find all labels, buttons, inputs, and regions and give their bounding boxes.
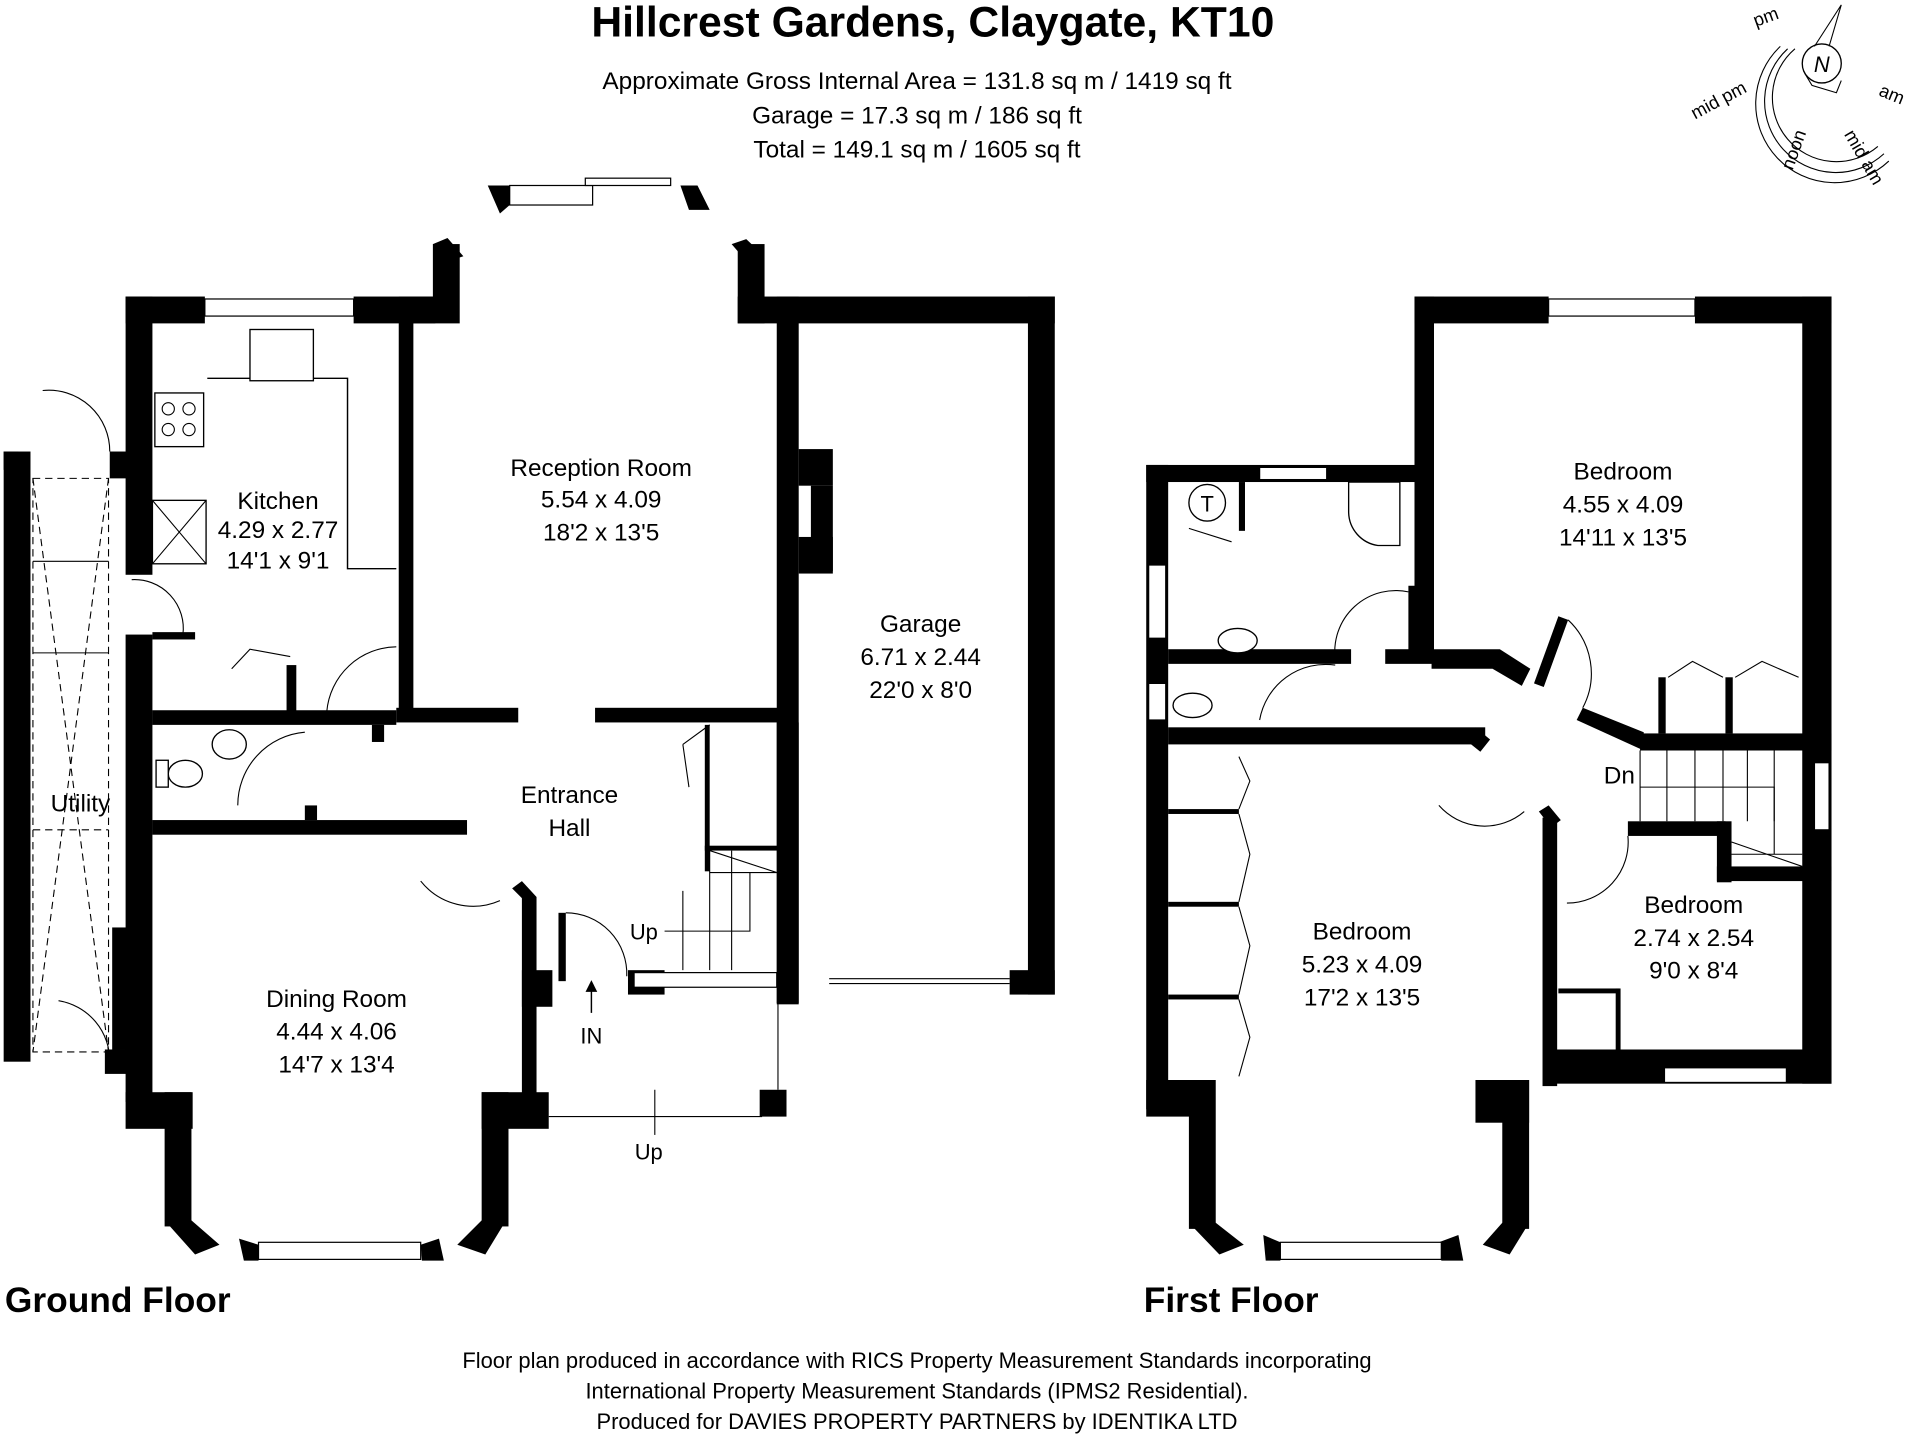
steps-up-label: Up	[635, 1139, 663, 1164]
basin-icon	[1217, 627, 1258, 654]
water-tank-icon	[1188, 483, 1227, 522]
svg-text:am: am	[1876, 79, 1907, 108]
svg-text:6.71 x 2.44: 6.71 x 2.44	[860, 644, 981, 671]
svg-text:4.55 x 4.09: 4.55 x 4.09	[1563, 492, 1684, 519]
room-entrance-hall: Entrance Hall	[521, 782, 619, 842]
page-title: Hillcrest Gardens, Claygate, KT10	[591, 0, 1274, 47]
total-area: Total = 149.1 sq m / 1605 sq ft	[753, 136, 1080, 163]
svg-text:14'11 x 13'5: 14'11 x 13'5	[1559, 524, 1687, 551]
footer-line-1: Floor plan produced in accordance with R…	[462, 1348, 1371, 1373]
svg-text:14'7 x 13'4: 14'7 x 13'4	[278, 1052, 394, 1079]
stairs-up-label: Up	[630, 920, 658, 945]
svg-text:mid am: mid am	[1840, 126, 1888, 188]
north-label: N	[1814, 52, 1830, 77]
first-floor-fixtures: T	[1172, 481, 1803, 1077]
first-floor-heading: First Floor	[1144, 1281, 1319, 1320]
svg-text:5.54 x 4.09: 5.54 x 4.09	[541, 487, 662, 514]
compass-icon: N pm mid pm noon mid am am	[1687, 2, 1908, 188]
svg-text:4.29 x 2.77: 4.29 x 2.77	[218, 517, 339, 544]
kitchen-sink-icon	[249, 328, 315, 382]
svg-text:4.44 x 4.06: 4.44 x 4.06	[276, 1019, 397, 1046]
svg-text:Kitchen: Kitchen	[237, 488, 318, 515]
room-bedroom-1: Bedroom 4.55 x 4.09 14'11 x 13'5	[1559, 459, 1687, 552]
room-bedroom-2: Bedroom 5.23 x 4.09 17'2 x 13'5	[1302, 919, 1423, 1012]
svg-text:mid pm: mid pm	[1687, 76, 1750, 123]
svg-text:Dining Room: Dining Room	[266, 986, 407, 1013]
ground-floor-fixtures	[32, 328, 779, 1135]
svg-text:Entrance: Entrance	[521, 782, 619, 809]
shower-icon	[1347, 481, 1401, 547]
toilet-icon	[167, 759, 204, 788]
svg-text:Bedroom: Bedroom	[1313, 919, 1412, 946]
svg-text:14'1 x 9'1: 14'1 x 9'1	[227, 548, 330, 575]
ground-floor-windows	[204, 177, 1010, 1260]
svg-text:18'2 x 13'5: 18'2 x 13'5	[543, 520, 659, 547]
room-reception: Reception Room 5.54 x 4.09 18'2 x 13'5	[510, 455, 691, 547]
svg-text:Bedroom: Bedroom	[1574, 459, 1673, 486]
header: Hillcrest Gardens, Claygate, KT10 Approx…	[591, 0, 1274, 163]
hob-icon	[154, 392, 205, 448]
svg-text:2.74 x 2.54: 2.74 x 2.54	[1633, 925, 1754, 952]
ground-floor-heading: Ground Floor	[5, 1281, 231, 1320]
tank-label: T	[1200, 491, 1213, 516]
svg-text:Bedroom: Bedroom	[1644, 892, 1743, 919]
footer-line-2: International Property Measurement Stand…	[585, 1379, 1248, 1404]
room-dining: Dining Room 4.44 x 4.06 14'7 x 13'4	[266, 986, 407, 1079]
gross-internal-area: Approximate Gross Internal Area = 131.8 …	[602, 68, 1231, 95]
room-garage: Garage 6.71 x 2.44 22'0 x 8'0	[860, 611, 981, 704]
footer-line-3: Produced for DAVIES PROPERTY PARTNERS by…	[596, 1409, 1237, 1434]
svg-text:Garage: Garage	[880, 611, 961, 638]
svg-text:Reception Room: Reception Room	[510, 455, 691, 482]
room-bedroom-3: Bedroom 2.74 x 2.54 9'0 x 8'4	[1633, 892, 1754, 985]
svg-text:9'0 x 8'4: 9'0 x 8'4	[1649, 958, 1738, 985]
stairs-down-label: Dn	[1604, 762, 1635, 789]
svg-text:17'2 x 13'5: 17'2 x 13'5	[1304, 985, 1420, 1012]
ground-floor-labels: Kitchen 4.29 x 2.77 14'1 x 9'1 Reception…	[5, 455, 981, 1320]
svg-text:5.23 x 4.09: 5.23 x 4.09	[1302, 952, 1423, 979]
first-floor-labels: Bedroom 4.55 x 4.09 14'11 x 13'5 Bedroom…	[1144, 459, 1754, 1320]
basin-icon	[211, 729, 247, 760]
svg-text:Hall: Hall	[548, 815, 590, 842]
entrance-label: IN	[580, 1023, 602, 1048]
first-floor-windows	[1148, 298, 1830, 1260]
toilet-icon	[1172, 692, 1213, 719]
footer: Floor plan produced in accordance with R…	[462, 1348, 1371, 1434]
room-utility: Utility	[51, 791, 111, 818]
room-kitchen: Kitchen 4.29 x 2.77 14'1 x 9'1	[218, 488, 339, 575]
ground-floor-walls	[3, 185, 1055, 1261]
svg-text:pm: pm	[1750, 2, 1781, 30]
svg-text:22'0 x 8'0: 22'0 x 8'0	[869, 677, 972, 704]
garage-area: Garage = 17.3 sq m / 186 sq ft	[752, 102, 1082, 129]
